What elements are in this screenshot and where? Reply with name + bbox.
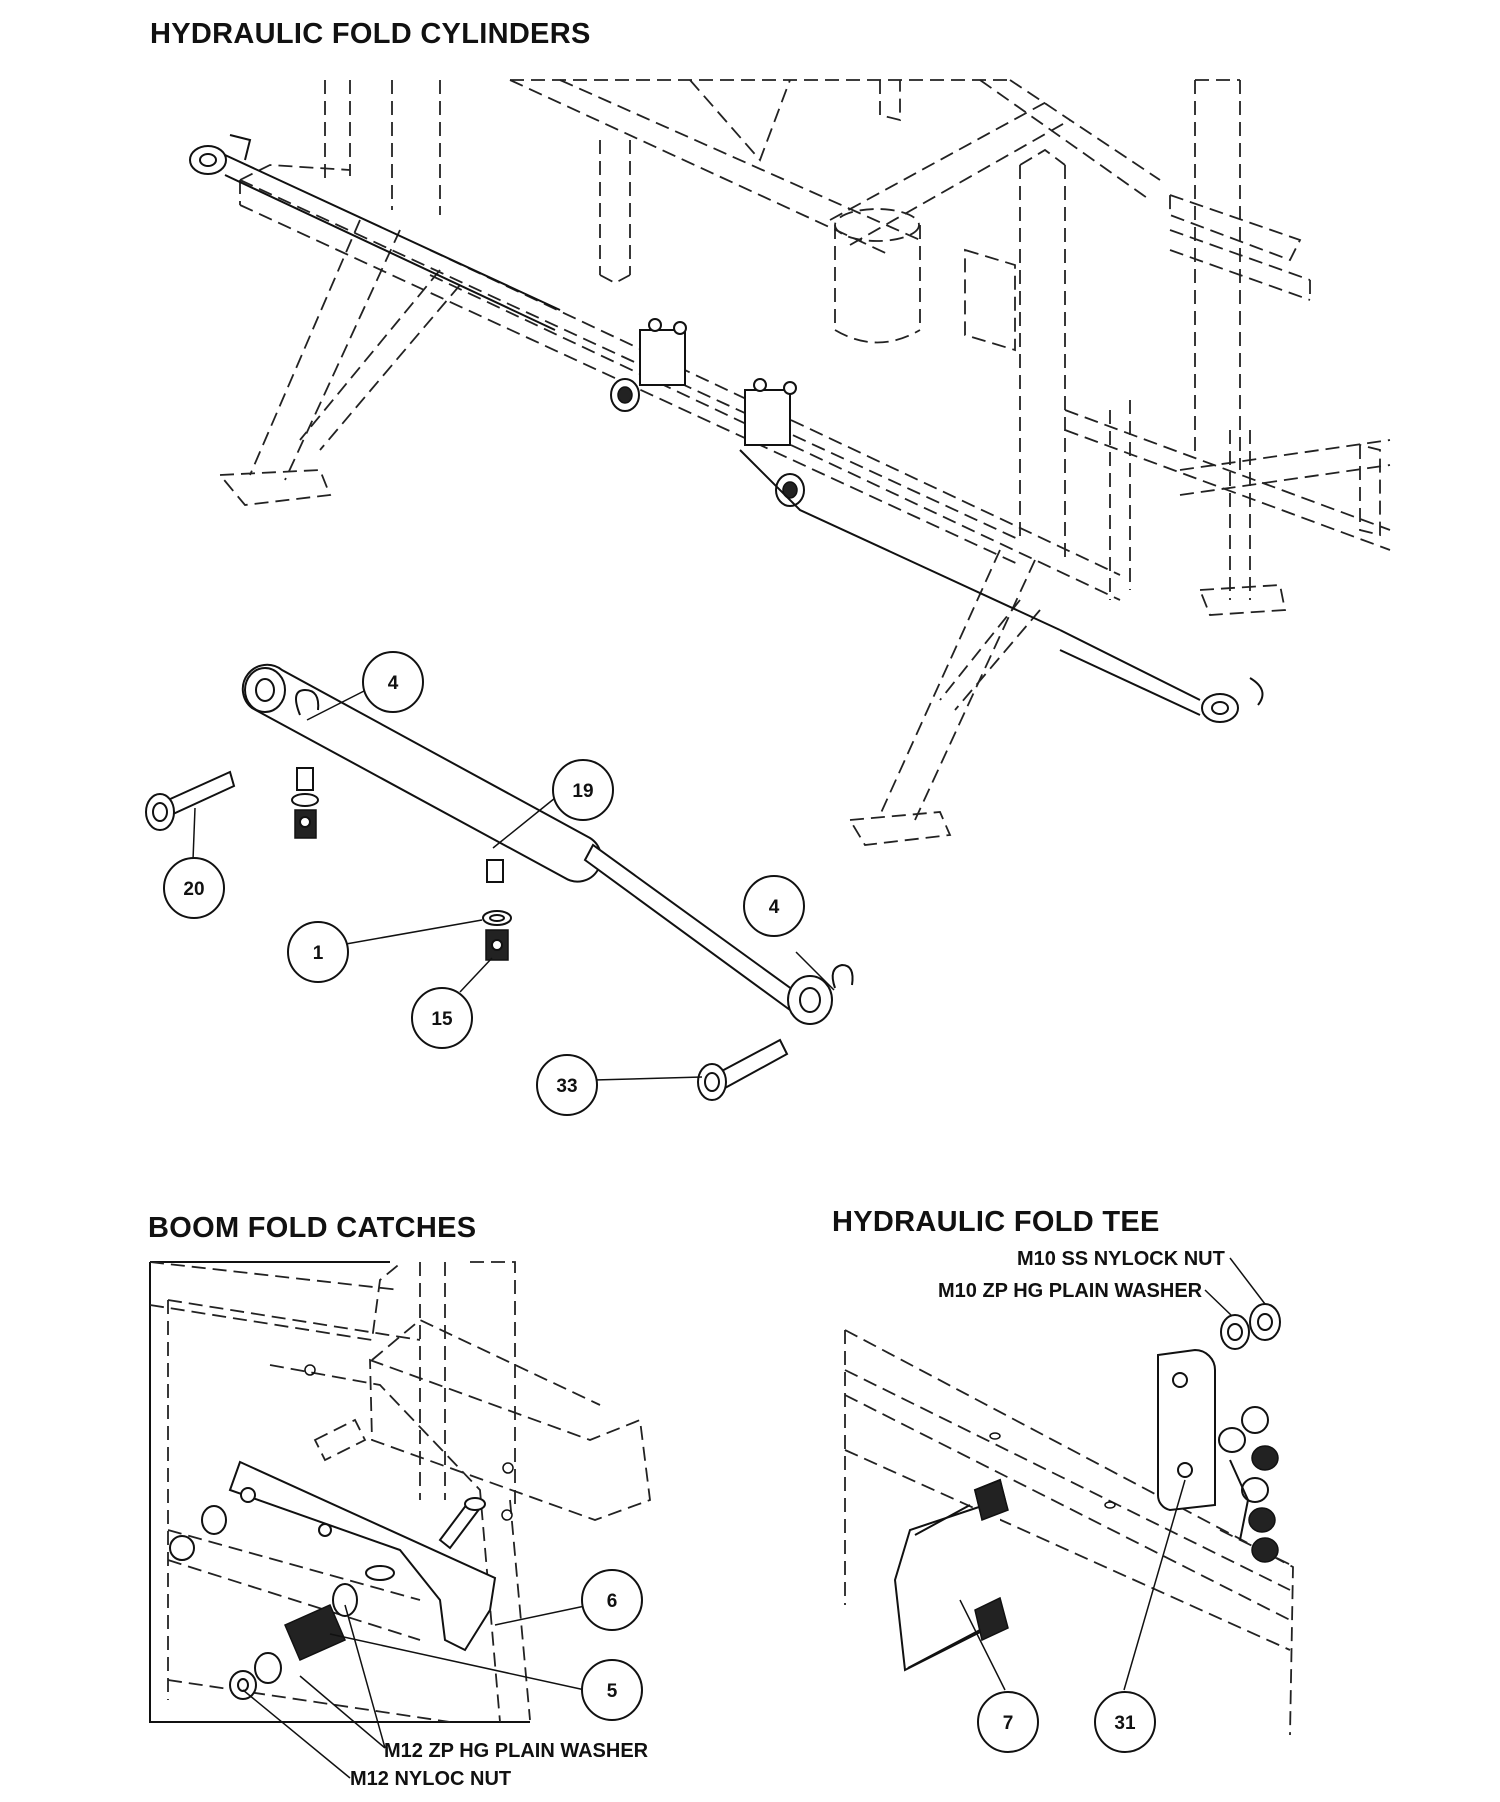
catch-plate xyxy=(228,1460,497,1652)
tee-nut-washer xyxy=(1220,1303,1281,1350)
frame-clamp-2 xyxy=(739,378,1061,631)
leader-6 xyxy=(494,1605,586,1626)
note-m12-nyloc-nut: M12 NYLOC NUT xyxy=(350,1768,512,1790)
fitting-stack-left xyxy=(291,793,319,839)
title-boom-fold-catches: BOOM FOLD CATCHES xyxy=(148,1212,477,1244)
tee-mount-plate xyxy=(1156,1348,1216,1512)
balloon-19-label: 19 xyxy=(572,781,593,802)
catch-bolt-top xyxy=(438,1497,486,1550)
balloon-31 xyxy=(1094,1691,1156,1753)
frame-cylinder-left xyxy=(189,134,561,331)
leader-20 xyxy=(192,807,196,861)
leader-m10-nut xyxy=(1229,1257,1266,1305)
leader-31 xyxy=(1123,1479,1186,1691)
balloon-7-label: 7 xyxy=(1003,1713,1014,1734)
balloon-5 xyxy=(581,1659,643,1721)
balloon-4-lower-label: 4 xyxy=(769,897,780,918)
leader-15 xyxy=(459,957,493,993)
balloon-7 xyxy=(977,1691,1039,1753)
tee-fittings xyxy=(1218,1406,1279,1563)
balloon-33 xyxy=(536,1054,598,1116)
r-clip-right xyxy=(831,963,854,989)
balloon-4-upper xyxy=(362,651,424,713)
tee-boom-beam xyxy=(844,1329,1296,1736)
balloon-4-upper-label: 4 xyxy=(388,673,399,694)
balloon-1-label: 1 xyxy=(313,943,324,964)
balloon-1 xyxy=(287,921,349,983)
note-m10-nylock-nut: M10 SS NYLOCK NUT xyxy=(1017,1248,1225,1270)
u-bolt xyxy=(893,1478,1009,1672)
balloon-31-label: 31 xyxy=(1114,1713,1136,1734)
hydraulic-cylinder-exploded xyxy=(241,663,833,1025)
leader-19 xyxy=(492,797,556,849)
clevis-pin-20 xyxy=(145,770,236,831)
boom-fold-catches-frame xyxy=(149,1261,651,1723)
balloon-20 xyxy=(163,857,225,919)
balloon-5-label: 5 xyxy=(607,1681,618,1702)
leader-7 xyxy=(959,1599,1006,1691)
leader-m12-nut xyxy=(242,1689,351,1779)
frame-clamp-1 xyxy=(610,318,687,412)
balloon-15-label: 15 xyxy=(431,1009,453,1030)
balloon-6 xyxy=(581,1569,643,1631)
r-clip-left xyxy=(295,688,320,716)
note-m10-plain-washer: M10 ZP HG PLAIN WASHER xyxy=(938,1280,1203,1302)
balloon-19 xyxy=(552,759,614,821)
leader-m10-washer xyxy=(1204,1289,1233,1317)
leader-4a xyxy=(306,689,367,721)
frame-cylinder-right xyxy=(1059,629,1264,723)
leader-m12-washer xyxy=(299,1604,386,1749)
leader-1 xyxy=(345,919,483,945)
catch-nut-washer-upper xyxy=(169,1505,227,1561)
title-hydraulic-fold-cylinders: HYDRAULIC FOLD CYLINDERS xyxy=(150,18,591,50)
clevis-pin-33 xyxy=(697,1038,789,1101)
balloon-20-label: 20 xyxy=(183,879,204,900)
leader-4b xyxy=(795,951,835,991)
leader-33 xyxy=(593,1076,703,1081)
balloon-33-label: 33 xyxy=(556,1076,577,1097)
fitting-15 xyxy=(485,929,509,961)
washer-1 xyxy=(482,910,512,926)
leader-5 xyxy=(329,1633,586,1691)
balloon-15 xyxy=(411,987,473,1049)
catch-nut-washer-lower xyxy=(229,1652,282,1700)
balloon-4-lower xyxy=(743,875,805,937)
balloon-6-label: 6 xyxy=(607,1591,618,1612)
catch-spring xyxy=(284,1583,358,1661)
frame-assembly xyxy=(218,79,1391,846)
note-m12-plain-washer: M12 ZP HG PLAIN WASHER xyxy=(384,1740,649,1762)
title-hydraulic-fold-tee: HYDRAULIC FOLD TEE xyxy=(832,1206,1160,1238)
